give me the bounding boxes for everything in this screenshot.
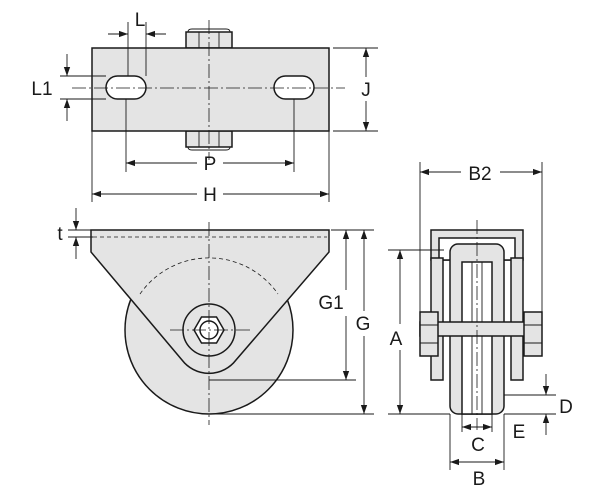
dimension-t: t: [57, 208, 93, 259]
label-B2: B2: [468, 164, 491, 185]
dimension-J: J: [333, 47, 378, 132]
label-J: J: [361, 80, 371, 101]
dimension-B: B: [449, 414, 505, 490]
dimension-P: P: [125, 99, 295, 175]
label-A: A: [390, 329, 403, 350]
dimension-L1: L1: [31, 54, 106, 121]
top-view-centerlines: [72, 20, 345, 160]
label-H: H: [203, 185, 217, 206]
front-view-bracket: [90, 229, 330, 375]
front-view-centerlines: [170, 222, 250, 425]
dimension-A: A: [388, 249, 450, 415]
label-G: G: [356, 314, 371, 335]
label-E: E: [513, 422, 526, 443]
label-P: P: [204, 154, 217, 175]
label-B: B: [473, 469, 486, 490]
side-view-left-nut: [419, 311, 439, 357]
dimension-H: H: [91, 131, 330, 206]
left-mounting-slot: [105, 75, 147, 100]
dimension-B2: B2: [419, 162, 543, 312]
label-D: D: [559, 397, 573, 418]
side-view-right-leg: [510, 257, 524, 381]
dimension-G1: G1: [209, 229, 356, 381]
top-view: [72, 20, 345, 160]
label-L: L: [135, 10, 146, 31]
dimension-L: L: [108, 10, 166, 76]
side-view-right-nut: [523, 311, 543, 357]
right-mounting-slot: [273, 75, 315, 100]
label-G1: G1: [318, 293, 343, 314]
label-L1: L1: [31, 79, 52, 100]
side-view: [419, 220, 543, 430]
front-view: [90, 222, 330, 425]
label-t: t: [57, 224, 63, 245]
dimension-C: C: [461, 414, 493, 456]
dimension-G: G: [209, 229, 374, 415]
dimension-D: D: [504, 374, 573, 435]
label-C: C: [471, 435, 485, 456]
